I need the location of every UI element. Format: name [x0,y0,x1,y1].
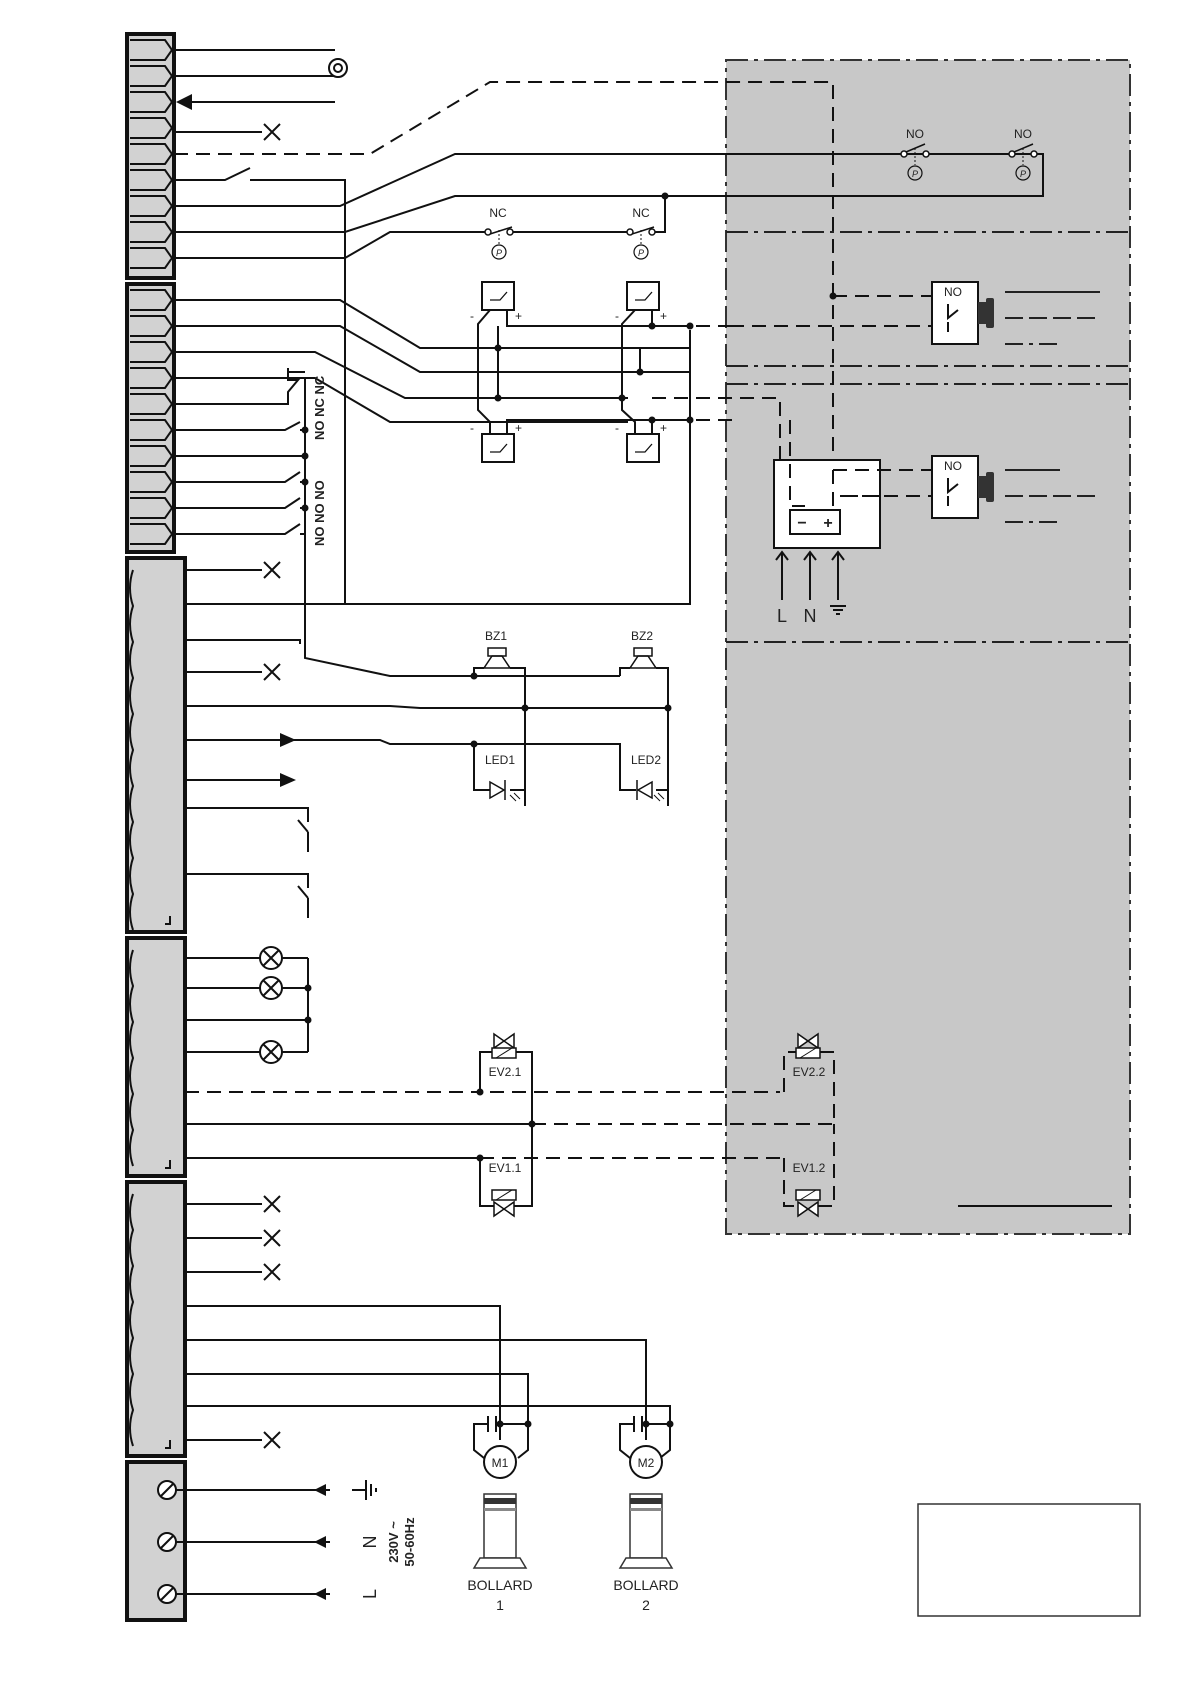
bollard-2: BOLLARD 2 [613,1494,678,1613]
terminal-block-1 [127,34,174,278]
contact-label-no: NO NO NO [312,480,327,546]
valve-ev21: EV2.1 [480,1034,532,1124]
svg-text:P: P [638,248,644,258]
svg-text:-: - [615,421,619,435]
flashing-lamp-1 [185,947,308,969]
unused-terminal-x [185,1432,280,1448]
svg-text:-: - [470,421,474,435]
svg-text:NO: NO [944,285,962,299]
remote-panel [726,60,1130,1234]
voltage-label: 230V ~ [386,1521,401,1563]
limit-switch-2: - + [615,282,667,323]
junction-dot [662,193,669,200]
svg-text:M1: M1 [492,1456,509,1470]
unused-terminal-x [185,1230,280,1246]
svg-text:+: + [515,421,522,435]
svg-text:EV2.2: EV2.2 [793,1065,826,1079]
valve-ev11: EV1.1 [480,1124,532,1216]
output-arrow [185,733,296,747]
line-connection: L [176,1588,380,1600]
svg-text:LED1: LED1 [485,753,515,767]
earth-connection [176,1480,376,1500]
terminal-block-3 [127,558,185,932]
svg-text:NO: NO [1014,127,1032,141]
bollard-1: BOLLARD 1 [467,1494,532,1613]
unused-terminal-x [185,562,280,578]
svg-text:+: + [515,309,522,323]
svg-text:BZ2: BZ2 [631,629,653,643]
svg-text:NC: NC [632,206,650,220]
pressure-switch-nc-1: NC P [485,206,513,259]
svg-text:-: - [615,309,619,323]
svg-text:NO: NO [906,127,924,141]
svg-text:L: L [777,606,787,626]
motor-m1: M1 [474,1416,532,1478]
terminal-block-2 [127,284,174,552]
limit-switch-1: - + [470,282,522,323]
antenna-connection [174,50,347,77]
svg-text:−: − [797,515,806,532]
frequency-label: 50-60Hz [402,1517,417,1567]
svg-text:NO: NO [944,459,962,473]
svg-text:1: 1 [496,1597,504,1613]
terminal-block-4 [127,938,185,1176]
svg-text:+: + [823,515,832,532]
svg-text:-: - [470,309,474,323]
svg-text:BOLLARD: BOLLARD [467,1577,532,1593]
svg-text:P: P [912,169,918,179]
svg-text:M2: M2 [638,1456,655,1470]
svg-text:EV1.1: EV1.1 [489,1161,522,1175]
svg-text:2: 2 [642,1597,650,1613]
svg-text:L: L [360,1589,380,1599]
svg-text:+: + [660,421,667,435]
limit-switch-4: - + [615,421,667,462]
title-box [918,1504,1140,1616]
input-arrow [176,94,335,110]
svg-text:NC: NC [489,206,507,220]
svg-text:EV2.1: EV2.1 [489,1065,522,1079]
svg-text:+: + [660,309,667,323]
contact-label-nc: NO NC NC [312,375,327,440]
svg-text:EV1.2: EV1.2 [793,1161,826,1175]
svg-text:P: P [1020,169,1026,179]
unused-terminal-x [185,664,280,680]
led-1: LED1 [474,744,525,801]
motor-m2: M2 [620,1416,674,1478]
neutral-connection: N [176,1536,380,1549]
terminal-block-5 [127,1182,185,1456]
limit-switch-3: - + [470,421,522,462]
svg-text:N: N [804,606,817,626]
svg-text:LED2: LED2 [631,753,661,767]
unused-terminal-x [174,124,280,140]
flashing-lamp-2 [185,977,308,999]
pressure-switch-nc-2: NC P [627,206,655,259]
svg-text:BZ1: BZ1 [485,629,507,643]
svg-text:N: N [360,1536,380,1549]
buzzer-bz1: BZ1 [474,629,525,806]
flashing-lamp-3 [185,1041,308,1063]
svg-text:BOLLARD: BOLLARD [613,1577,678,1593]
svg-text:P: P [496,248,502,258]
unused-terminal-x [185,1196,280,1212]
output-arrow [185,773,296,787]
unused-terminal-x [185,1264,280,1280]
